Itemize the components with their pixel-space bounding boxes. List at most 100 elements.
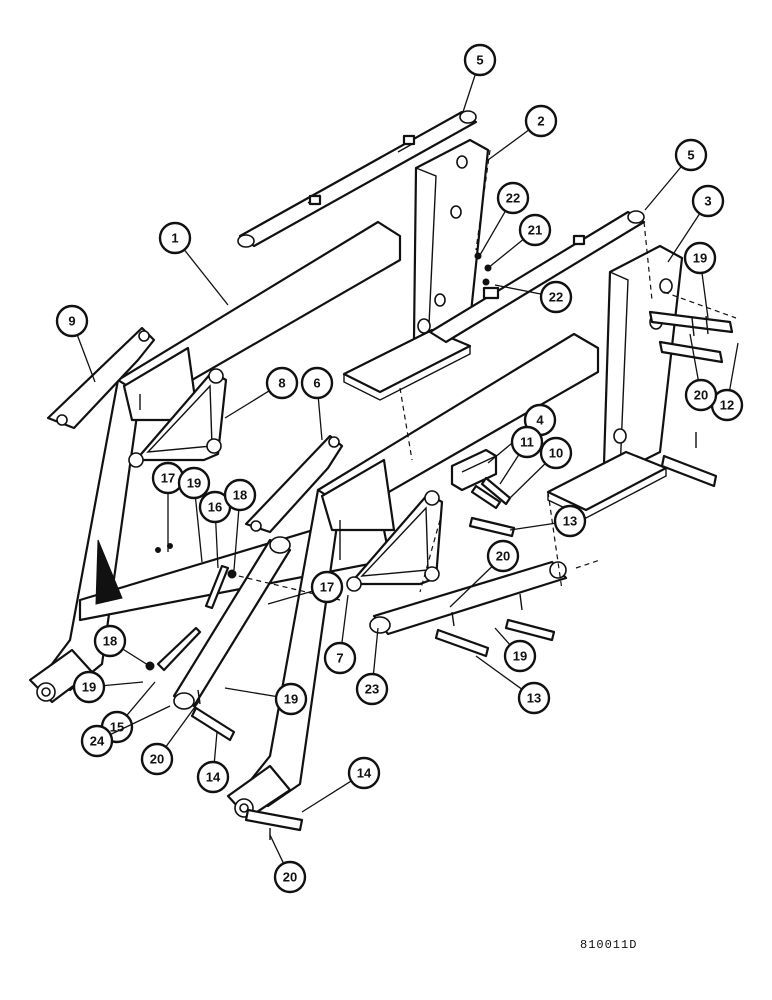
callout-leader-16 (215, 521, 219, 569)
callout-label-4: 4 (536, 413, 544, 428)
callout-leader-20 (449, 565, 493, 608)
callout-circle-19 (503, 639, 537, 673)
callout-label-5: 5 (476, 53, 483, 68)
callout-circle-20 (140, 742, 174, 776)
callout-circle-11 (510, 425, 544, 459)
callout-leader-5 (644, 166, 682, 211)
callout-circle-14 (347, 756, 381, 790)
callout-label-6: 6 (313, 376, 320, 391)
callout-circle-13 (517, 681, 551, 715)
callout-label-19: 19 (513, 649, 527, 664)
callout-label-10: 10 (549, 446, 563, 461)
callout-leader-13 (509, 522, 556, 531)
callout-label-13: 13 (563, 514, 577, 529)
callout-circle-23 (355, 672, 389, 706)
callout-leader-5 (462, 74, 476, 113)
callout-label-7: 7 (336, 651, 343, 666)
callout-label-22: 22 (506, 191, 520, 206)
callout-leader-20 (689, 333, 699, 381)
callout-leader-7 (341, 594, 349, 644)
callout-circle-2 (524, 104, 558, 138)
callout-leader-20 (269, 834, 285, 864)
callout-label-20: 20 (283, 870, 297, 885)
callout-label-15: 15 (110, 720, 124, 735)
callout-circle-10 (539, 436, 573, 470)
callout-circle-13 (553, 504, 587, 538)
callout-label-18: 18 (103, 634, 117, 649)
gusset-plate-9 (46, 326, 156, 430)
callout-circle-20 (273, 860, 307, 894)
callout-leader-12 (728, 342, 739, 391)
callout-leader-14 (301, 780, 352, 813)
callout-circle-19 (177, 466, 211, 500)
callout-label-9: 9 (68, 314, 75, 329)
callout-leader-1 (183, 249, 229, 306)
callout-circle-3 (691, 184, 725, 218)
callout-leader-20 (165, 699, 201, 748)
callout-leader-6 (317, 397, 323, 441)
callout-circle-7 (323, 641, 357, 675)
callout-label-19: 19 (82, 680, 96, 695)
callout-leader-10 (509, 463, 546, 499)
callout-circle-6 (300, 366, 334, 400)
callout-leader-24 (110, 705, 171, 736)
callout-leader-22 (494, 284, 542, 295)
callout-label-20: 20 (496, 549, 510, 564)
callout-leader-9 (76, 334, 96, 383)
callout-leader-11 (499, 454, 520, 485)
callout-circle-19 (274, 682, 308, 716)
callout-circle-20 (486, 539, 520, 573)
callout-label-22: 22 (549, 290, 563, 305)
callout-leader-17 (267, 590, 313, 605)
callout-circle-19 (683, 241, 717, 275)
callout-leader-23 (372, 627, 379, 675)
callout-circle-18 (223, 478, 257, 512)
callout-circle-24 (80, 724, 114, 758)
upper-cross-tube (237, 110, 478, 248)
callout-leader-14 (213, 731, 218, 763)
callout-label-20: 20 (150, 752, 164, 767)
callout-label-5: 5 (687, 148, 694, 163)
callout-leader-19 (701, 272, 709, 319)
callout-label-8: 8 (278, 376, 285, 391)
gusset-plate-6 (244, 434, 344, 534)
callout-label-12: 12 (720, 398, 734, 413)
callout-label-3: 3 (704, 194, 711, 209)
center-channel-4 (450, 448, 498, 492)
callout-leader-19 (103, 681, 144, 687)
left-mounting-bracket (342, 138, 490, 401)
callout-circle-8 (265, 366, 299, 400)
callout-label-13: 13 (527, 691, 541, 706)
callout-leader-21 (487, 238, 524, 269)
triangle-link-8 (128, 368, 228, 468)
callout-circle-17 (310, 570, 344, 604)
callout-leader-2 (487, 129, 530, 161)
callout-label-2: 2 (537, 114, 544, 129)
callout-label-19: 19 (693, 251, 707, 266)
callout-leader-8 (224, 390, 270, 419)
callout-circle-9 (55, 304, 89, 338)
callout-circle-14 (196, 760, 230, 794)
callout-label-14: 14 (357, 766, 372, 781)
callout-label-17: 17 (161, 471, 175, 486)
callout-circle-5 (463, 43, 497, 77)
callout-leader-3 (667, 213, 701, 263)
callout-circle-1 (158, 221, 192, 255)
callout-label-18: 18 (233, 488, 247, 503)
callout-label-17: 17 (320, 580, 334, 595)
callout-leader-15 (126, 681, 156, 716)
right-lift-cylinder (369, 560, 568, 636)
pins (156, 310, 734, 832)
callout-leader-13 (475, 655, 523, 690)
callout-leader-22 (479, 210, 507, 256)
callout-leader-19 (224, 687, 277, 698)
callout-leader-18 (233, 509, 240, 571)
callout-circle-18 (93, 624, 127, 658)
callout-label-14: 14 (206, 770, 221, 785)
callout-leader-19 (194, 497, 203, 563)
callout-label-16: 16 (208, 500, 222, 515)
callout-label-19: 19 (187, 476, 201, 491)
callout-label-20: 20 (694, 388, 708, 403)
